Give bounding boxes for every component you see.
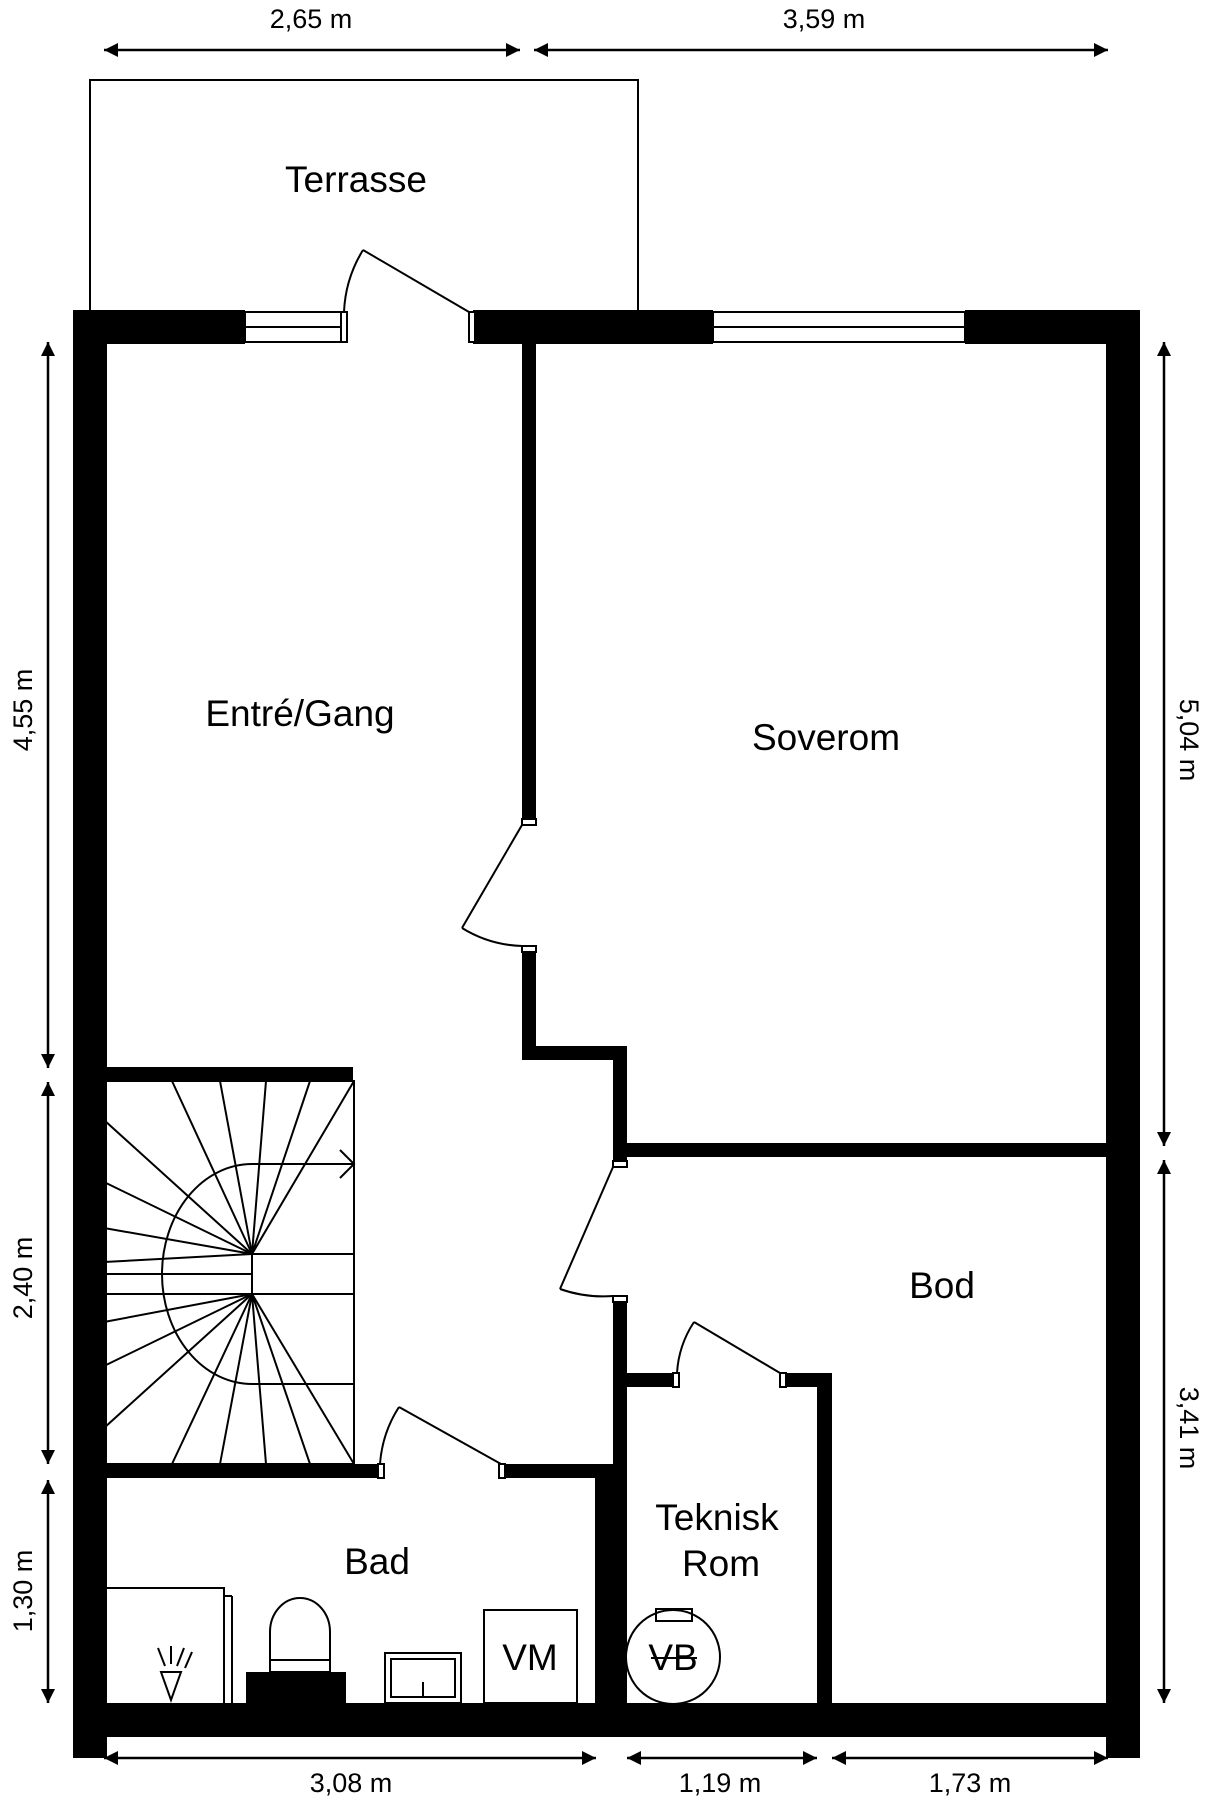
stair-tread: [219, 1080, 253, 1255]
room-label-terrasse: Terrasse: [285, 159, 427, 200]
door-terrasse: [340, 249, 476, 343]
stair-treads: [103, 1080, 355, 1465]
dimension-label-bottom-right: 1,73 m: [929, 1768, 1012, 1798]
dimension-label-top-left: 2,65 m: [270, 4, 353, 34]
door-bad: [377, 1406, 506, 1479]
dimension-right-lower-arrow-start: [1157, 1160, 1171, 1174]
dimension-left-upper-arrow-start: [41, 342, 55, 356]
shower: [104, 1587, 233, 1703]
stair-tread: [251, 1293, 355, 1465]
room-label-bod: Bod: [909, 1265, 975, 1306]
dimension-label-left-lower: 1,30 m: [8, 1550, 38, 1633]
dimension-top-left: [104, 43, 520, 57]
shower-head-icon: [157, 1646, 193, 1703]
dimension-lines: [41, 43, 1171, 1765]
dimension-bottom-middle: [627, 1751, 817, 1765]
dimension-left-upper: [41, 342, 55, 1068]
stair-tread: [103, 1227, 253, 1255]
stair-tread: [103, 1293, 253, 1323]
stair-tread: [103, 1293, 253, 1429]
dimension-label-top-right: 3,59 m: [783, 4, 866, 34]
room-label-bad: Bad: [344, 1541, 410, 1582]
sink-icon: [384, 1652, 462, 1704]
dimension-right-lower: [1157, 1160, 1171, 1703]
window-soverom: [712, 311, 966, 343]
doors: [340, 249, 787, 1479]
stair-tread: [103, 1119, 253, 1255]
dimension-top-left-arrow-end: [506, 43, 520, 57]
stair-tread: [251, 1080, 355, 1255]
door-teknisk-rom: [672, 1321, 787, 1388]
toilet-icon: [246, 1597, 346, 1703]
stair-tread: [219, 1293, 253, 1465]
dimension-right-upper-arrow-start: [1157, 342, 1171, 356]
stair-tread: [251, 1293, 267, 1465]
room-labels: Terrasse Entré/Gang Soverom Bod Teknisk …: [205, 159, 975, 1584]
stair-tread: [251, 1293, 311, 1465]
water-heater: VB: [625, 1608, 721, 1705]
dimension-bottom-left-arrow-end: [582, 1751, 596, 1765]
window-entre: [244, 311, 342, 343]
stair-tread: [103, 1253, 253, 1263]
dimension-label-left-middle: 2,40 m: [8, 1237, 38, 1320]
dimension-bottom-right-arrow-end: [1094, 1751, 1108, 1765]
dimension-label-bottom-middle: 1,19 m: [679, 1768, 762, 1798]
door-bod: [559, 1160, 628, 1303]
stair-direction-arrow: [310, 1149, 356, 1179]
dimension-label-bottom-left: 3,08 m: [310, 1768, 393, 1798]
dimension-label-right-lower: 3,41 m: [1174, 1387, 1204, 1470]
dimension-bottom-left: [104, 1751, 596, 1765]
dimension-top-right: [534, 43, 1108, 57]
washing-machine: VM: [483, 1609, 578, 1704]
dimension-top-right-arrow-start: [534, 43, 548, 57]
stair-tread: [171, 1293, 253, 1465]
room-label-soverom: Soverom: [752, 717, 900, 758]
dimension-left-lower: [41, 1480, 55, 1703]
door-soverom: [461, 818, 537, 953]
staircase: [103, 1080, 356, 1465]
dimension-left-middle: [41, 1082, 55, 1464]
dimension-left-middle-arrow-start: [41, 1082, 55, 1096]
dimension-bottom-middle-arrow-end: [803, 1751, 817, 1765]
dimension-left-middle-arrow-end: [41, 1450, 55, 1464]
dimension-label-right-upper: 5,04 m: [1174, 699, 1204, 782]
dimension-top-right-arrow-end: [1094, 43, 1108, 57]
dimension-bottom-right-arrow-start: [832, 1751, 846, 1765]
stair-tread: [103, 1293, 253, 1367]
dimension-label-left-upper: 4,55 m: [8, 669, 38, 752]
room-label-teknisk-rom-line1: Teknisk: [655, 1497, 779, 1538]
dimension-left-lower-arrow-end: [41, 1689, 55, 1703]
stair-tread: [171, 1080, 253, 1255]
dimension-bottom-right: [832, 1751, 1108, 1765]
outer-walls: [73, 310, 1140, 1758]
interior-walls: [104, 340, 1110, 1716]
dimension-right-lower-arrow-end: [1157, 1689, 1171, 1703]
windows: [244, 311, 966, 343]
room-label-teknisk-rom-line2: Rom: [682, 1543, 760, 1584]
dimension-labels: 2,65 m 3,59 m 3,08 m 1,19 m 1,73 m 4,55 …: [8, 4, 1204, 1798]
dimension-right-upper: [1157, 342, 1171, 1146]
dimension-left-upper-arrow-end: [41, 1054, 55, 1068]
washing-machine-label: VM: [502, 1637, 558, 1678]
stair-tread: [251, 1080, 311, 1255]
terrace: [89, 79, 639, 310]
dimension-bottom-left-arrow-start: [104, 1751, 118, 1765]
dimension-top-left-arrow-start: [104, 43, 118, 57]
dimension-left-lower-arrow-start: [41, 1480, 55, 1494]
bathroom-fixtures: VM: [104, 1587, 578, 1704]
room-label-entre-gang: Entré/Gang: [205, 693, 394, 734]
stair-tread: [103, 1181, 253, 1255]
dimension-right-upper-arrow-end: [1157, 1132, 1171, 1146]
stair-tread: [251, 1080, 267, 1255]
dimension-bottom-middle-arrow-start: [627, 1751, 641, 1765]
